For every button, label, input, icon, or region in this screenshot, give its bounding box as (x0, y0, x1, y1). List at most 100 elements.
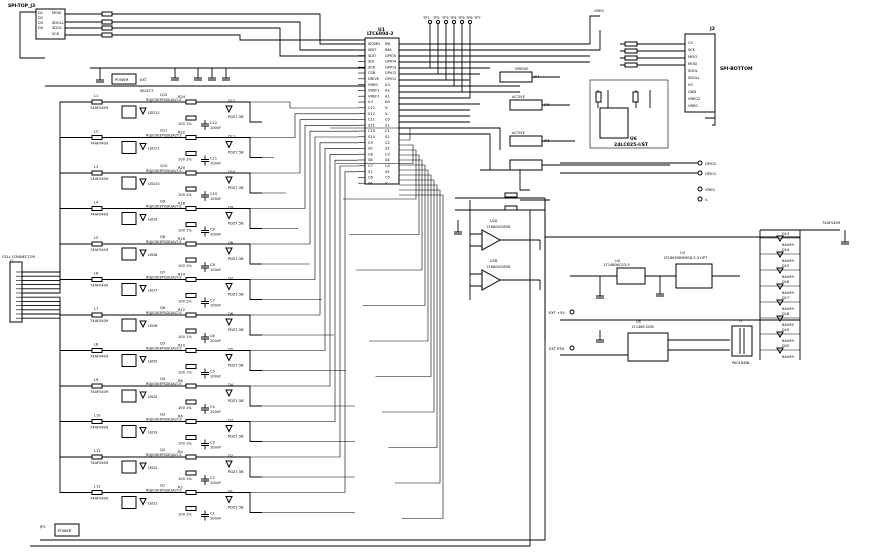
svg-text:24LC025-I/ST: 24LC025-I/ST (614, 142, 649, 148)
svg-text:U2A: U2A (490, 219, 498, 223)
resistor (185, 312, 197, 318)
cap-value: 100nF (210, 126, 221, 130)
resistor (185, 470, 197, 476)
svg-text:D2: D2 (38, 16, 43, 20)
diode-label: D10 (228, 170, 236, 174)
capacitor (201, 297, 209, 308)
diode-icon (776, 299, 784, 306)
cap-value: 100nF (210, 446, 221, 450)
diode-label: D3 (228, 419, 233, 423)
cap-value: 100nF (210, 197, 221, 201)
diode-part: PDZ7.5B (228, 435, 244, 439)
capacitor (201, 368, 209, 379)
svg-text:74AF0409: 74AF0409 (822, 221, 841, 225)
fet-Q8 (121, 247, 137, 261)
diode-part: PDZ7.5B (228, 151, 244, 155)
led-label: LED1 (148, 502, 157, 506)
svg-text:POWER: POWER (115, 78, 129, 82)
u1-right-pin: IMA (385, 48, 392, 52)
u1-right-pin: GPIO5 (385, 54, 396, 58)
resistor (185, 257, 197, 263)
diode-icon (776, 235, 784, 242)
opamp-section: U2A LT6004CMS8 U2B LT6004CMS8 (454, 192, 546, 340)
diode-label: D1 (228, 490, 233, 494)
fet-Q11 (121, 141, 137, 154)
svg-text:SDOL: SDOL (52, 26, 62, 30)
led-label: LED6 (148, 324, 158, 328)
fet-part: RQJ0303PGDQALT-S (146, 240, 182, 244)
res-value: 100 1% (178, 513, 192, 517)
svg-text:EXT RTN: EXT RTN (549, 347, 564, 351)
resistor (185, 206, 197, 211)
return-wire (330, 127, 411, 141)
res-value: 100 1% (178, 477, 192, 481)
svg-text:J1: J1 (9, 259, 13, 263)
fet-part: RQJ0303PGDQALT-S (146, 276, 182, 280)
cap-label: C10 (210, 192, 218, 196)
fet-part: RQJ0303PGDQALT-S (146, 453, 182, 457)
svg-text:SCK: SCK (52, 32, 60, 36)
svg-text:U4: U4 (615, 259, 621, 263)
svg-text:V-: V- (705, 198, 709, 202)
spi-top-label: SPI-TOP_J3 (8, 3, 35, 9)
fuse-part: 74AF0409 (90, 284, 109, 288)
resistor (185, 186, 197, 192)
u1-right-pin: C0 (385, 118, 391, 122)
diode-label: D5 (228, 348, 233, 352)
resistor (185, 135, 197, 140)
capacitor (201, 439, 209, 450)
fuse-label: L4 (94, 201, 99, 205)
fet-Q7 (121, 283, 137, 296)
capacitor (201, 262, 209, 272)
svg-text:T1: T1 (737, 319, 742, 323)
svg-text:TP1: TP1 (422, 16, 430, 20)
u1-right-pin: A1 (385, 94, 390, 98)
diode-icon (776, 315, 784, 322)
fuse-label: L10 (94, 414, 101, 418)
diode-label: D11 (228, 135, 235, 139)
res-value: 100 1% (178, 158, 192, 162)
svg-text:D3: D3 (38, 21, 43, 25)
svg-text:V0: V0 (688, 83, 693, 87)
zener-icon (225, 212, 233, 220)
return-wire (382, 179, 435, 413)
diode-ref: D18 (782, 312, 790, 316)
led-icon (139, 178, 147, 187)
fet-Q2 (121, 460, 137, 474)
fet-Q6 (121, 318, 137, 332)
fuse-part: 74AF0409 (90, 355, 109, 359)
cap-label: C5 (210, 370, 215, 374)
u1-ic: LTC6804-2 U1 ISOMDWDTSDOSDISCKCSBDRIVEVR… (358, 27, 400, 185)
diode-part: BAV99 (782, 259, 794, 263)
return-wire (369, 169, 429, 342)
diode-part: PDZ7.5B (228, 115, 244, 119)
fuse-part: 74AF0409 (90, 106, 109, 110)
fuse-part: 74AF0409 (90, 390, 109, 394)
fet-label: Q9 (160, 200, 166, 204)
res-value: 100 1% (178, 442, 192, 446)
u1-right-pin: S3 (385, 147, 390, 151)
resistor (185, 435, 197, 440)
u1-right-pin: C1 (385, 129, 390, 133)
resistor (185, 348, 197, 353)
cap-label: C2 (210, 476, 215, 480)
diode-part: BAV99 (782, 339, 794, 343)
diode-label: D12 (228, 99, 235, 103)
fuse-label: L6 (94, 272, 99, 276)
diode-part: PDZ7.5B (228, 328, 244, 332)
u1-left-pin: VREG (368, 83, 378, 87)
fuse-L5 (91, 241, 103, 247)
u1-right-pin: S4 (385, 158, 390, 162)
u1-right-pin: A0 (385, 100, 390, 104)
u1-right-pin: A3 (385, 83, 390, 87)
diode-ref: D13 (782, 232, 789, 236)
led-label: LED2 (148, 466, 157, 470)
sense-wire (196, 101, 358, 109)
res-value: 100 1% (178, 300, 192, 304)
capacitor (201, 155, 209, 166)
svg-text:U2B: U2B (490, 259, 498, 263)
fuse-L1 (91, 99, 103, 105)
zener-icon (225, 105, 233, 114)
